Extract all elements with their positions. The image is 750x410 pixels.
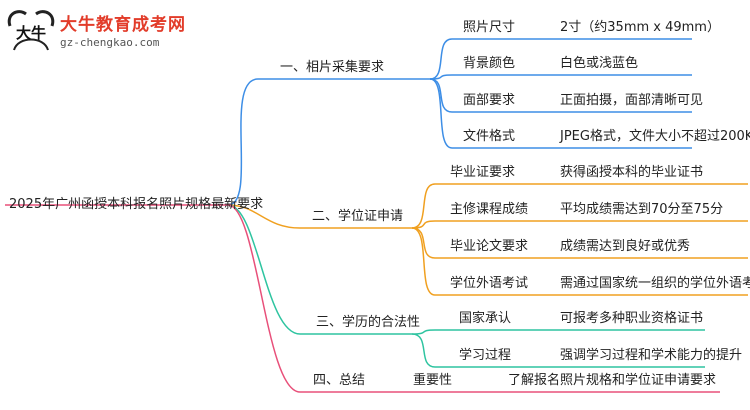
- leaf-value: 2寸（约35mm x 49mm）: [560, 20, 720, 35]
- leaf-value: JPEG格式，文件大小不超过200KB: [560, 129, 750, 144]
- leaf-key[interactable]: 照片尺寸: [463, 20, 516, 35]
- bull-logo-icon: 大牛: [7, 10, 55, 51]
- leaf-value: 了解报名照片规格和学位证申请要求: [508, 373, 717, 388]
- leaf-connector: [411, 227, 436, 296]
- leaf-value: 平均成绩需达到70分至75分: [560, 202, 724, 217]
- leaf-connector: [411, 183, 436, 229]
- branch-connector: [227, 204, 301, 229]
- leaf-value: 白色或浅蓝色: [560, 56, 639, 71]
- leaf-value: 强调学习过程和学术能力的提升: [560, 348, 743, 363]
- leaf-key[interactable]: 学习过程: [459, 348, 512, 363]
- leaf-key[interactable]: 国家承认: [459, 311, 512, 326]
- leaf-connector: [411, 333, 436, 368]
- root-topic[interactable]: 2025年广州函授本科报名照片规格最新要求: [9, 197, 264, 212]
- leaf-value: 需通过国家统一组织的学位外语考试: [560, 276, 750, 291]
- leaf-key[interactable]: 重要性: [413, 373, 453, 388]
- leaf-key[interactable]: 学位外语考试: [450, 276, 529, 291]
- branch-topic[interactable]: 一、相片采集要求: [280, 60, 385, 75]
- leaf-value: 成绩需达到良好或优秀: [560, 239, 691, 254]
- branch-connector: [227, 204, 301, 335]
- leaf-key[interactable]: 文件格式: [463, 129, 516, 144]
- branch-connector: [227, 204, 301, 393]
- branch-topic[interactable]: 四、总结: [313, 373, 366, 388]
- brand-title: 大牛教育成考网: [60, 15, 186, 35]
- leaf-value: 获得函授本科的毕业证书: [560, 165, 704, 180]
- leaf-connector: [429, 38, 453, 80]
- leaf-value: 可报考多种职业资格证书: [560, 311, 704, 326]
- branch-topic[interactable]: 三、学历的合法性: [316, 315, 421, 330]
- leaf-key[interactable]: 主修课程成绩: [450, 202, 529, 217]
- leaf-key[interactable]: 背景颜色: [463, 56, 516, 71]
- leaf-key[interactable]: 面部要求: [463, 93, 516, 108]
- logo-mark-text: 大牛: [16, 24, 46, 42]
- leaf-key[interactable]: 毕业证要求: [450, 165, 516, 180]
- branch-topic[interactable]: 二、学位证申请: [312, 209, 404, 224]
- leaf-key[interactable]: 毕业论文要求: [450, 239, 529, 254]
- leaf-connector: [429, 78, 453, 149]
- brand-url: gz-chengkao.com: [60, 36, 160, 49]
- branch-connector: [227, 78, 259, 206]
- brand-logo[interactable]: 大牛 大牛教育成考网 gz-chengkao.com: [4, 6, 194, 56]
- leaf-value: 正面拍摄，面部清晰可见: [560, 93, 704, 108]
- leaf-connector: [429, 74, 453, 80]
